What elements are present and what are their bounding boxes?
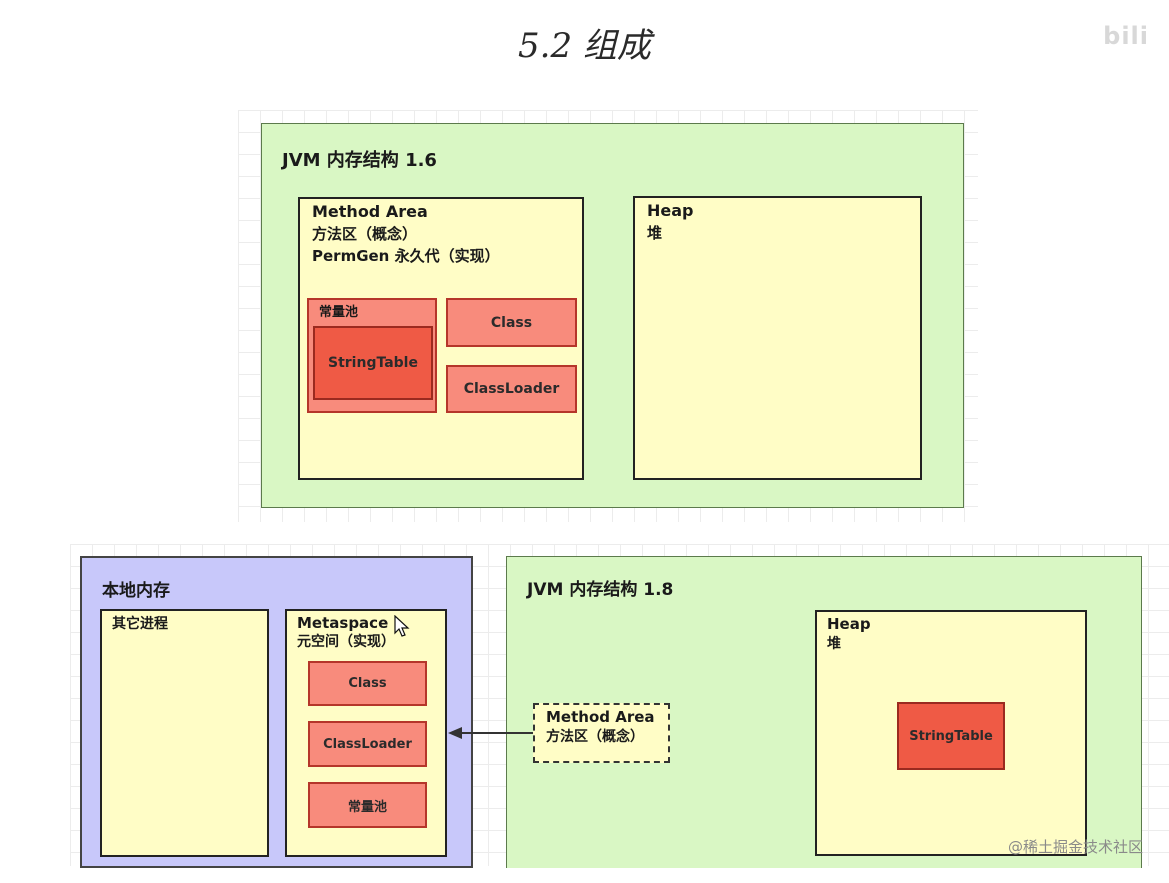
- method-area-title: Method Area: [312, 202, 428, 221]
- metaspace-box: Metaspace 元空间（实现） Class ClassLoader 常量池: [285, 609, 447, 857]
- heap-subtitle-16: 堆: [647, 224, 663, 242]
- constant-pool-label: 常量池: [319, 305, 359, 320]
- arrow-method-area-to-metaspace: [448, 727, 533, 739]
- metaspace-subtitle: 元空间（实现）: [297, 634, 395, 650]
- heap-title-18: Heap: [827, 615, 871, 633]
- method-area-concept-title: Method Area: [546, 708, 655, 726]
- other-process-label: 其它进程: [112, 616, 168, 632]
- footer-watermark: @稀土掘金技术社区: [1007, 838, 1143, 856]
- string-table-heap-box: StringTable: [897, 702, 1005, 770]
- native-memory-container: 本地内存 其它进程 Metaspace 元空间（实现） Class ClassL…: [80, 556, 473, 868]
- constant-pool-box: 常量池 StringTable: [307, 298, 437, 413]
- heap-box-16: Heap 堆: [633, 196, 922, 480]
- metaspace-title: Metaspace: [297, 614, 389, 632]
- method-area-concept: 方法区（概念）: [312, 225, 418, 243]
- class-box: Class: [446, 298, 577, 347]
- jvm18-container: JVM 内存结构 1.8 Method Area 方法区（概念） Heap 堆 …: [506, 556, 1142, 868]
- classloader-box: ClassLoader: [446, 365, 577, 413]
- method-area-concept-sub: 方法区（概念）: [546, 729, 644, 745]
- heap-box-18: Heap 堆 StringTable: [815, 610, 1087, 856]
- native-memory-label: 本地内存: [102, 581, 170, 601]
- method-area-box: Method Area 方法区（概念） PermGen 永久代（实现） 常量池 …: [298, 197, 584, 480]
- slide-title: 5.2 组成: [518, 26, 651, 66]
- metaspace-pool-box: 常量池: [308, 782, 427, 828]
- other-process-box: 其它进程: [100, 609, 269, 857]
- heap-title-16: Heap: [647, 201, 694, 220]
- permgen-label: PermGen 永久代（实现）: [312, 247, 500, 265]
- metaspace-classloader-box: ClassLoader: [308, 721, 427, 767]
- jvm16-label: JVM 内存结构 1.6: [282, 150, 437, 171]
- heap-subtitle-18: 堆: [827, 636, 841, 652]
- watermark-logo: bili: [1103, 22, 1149, 50]
- jvm16-container: JVM 内存结构 1.6 Method Area 方法区（概念） PermGen…: [261, 123, 964, 508]
- method-area-concept-box: Method Area 方法区（概念）: [533, 703, 670, 763]
- string-table-box: StringTable: [313, 326, 433, 400]
- metaspace-class-box: Class: [308, 661, 427, 706]
- mouse-cursor-icon: [394, 615, 410, 637]
- jvm18-label: JVM 内存结构 1.8: [527, 580, 674, 600]
